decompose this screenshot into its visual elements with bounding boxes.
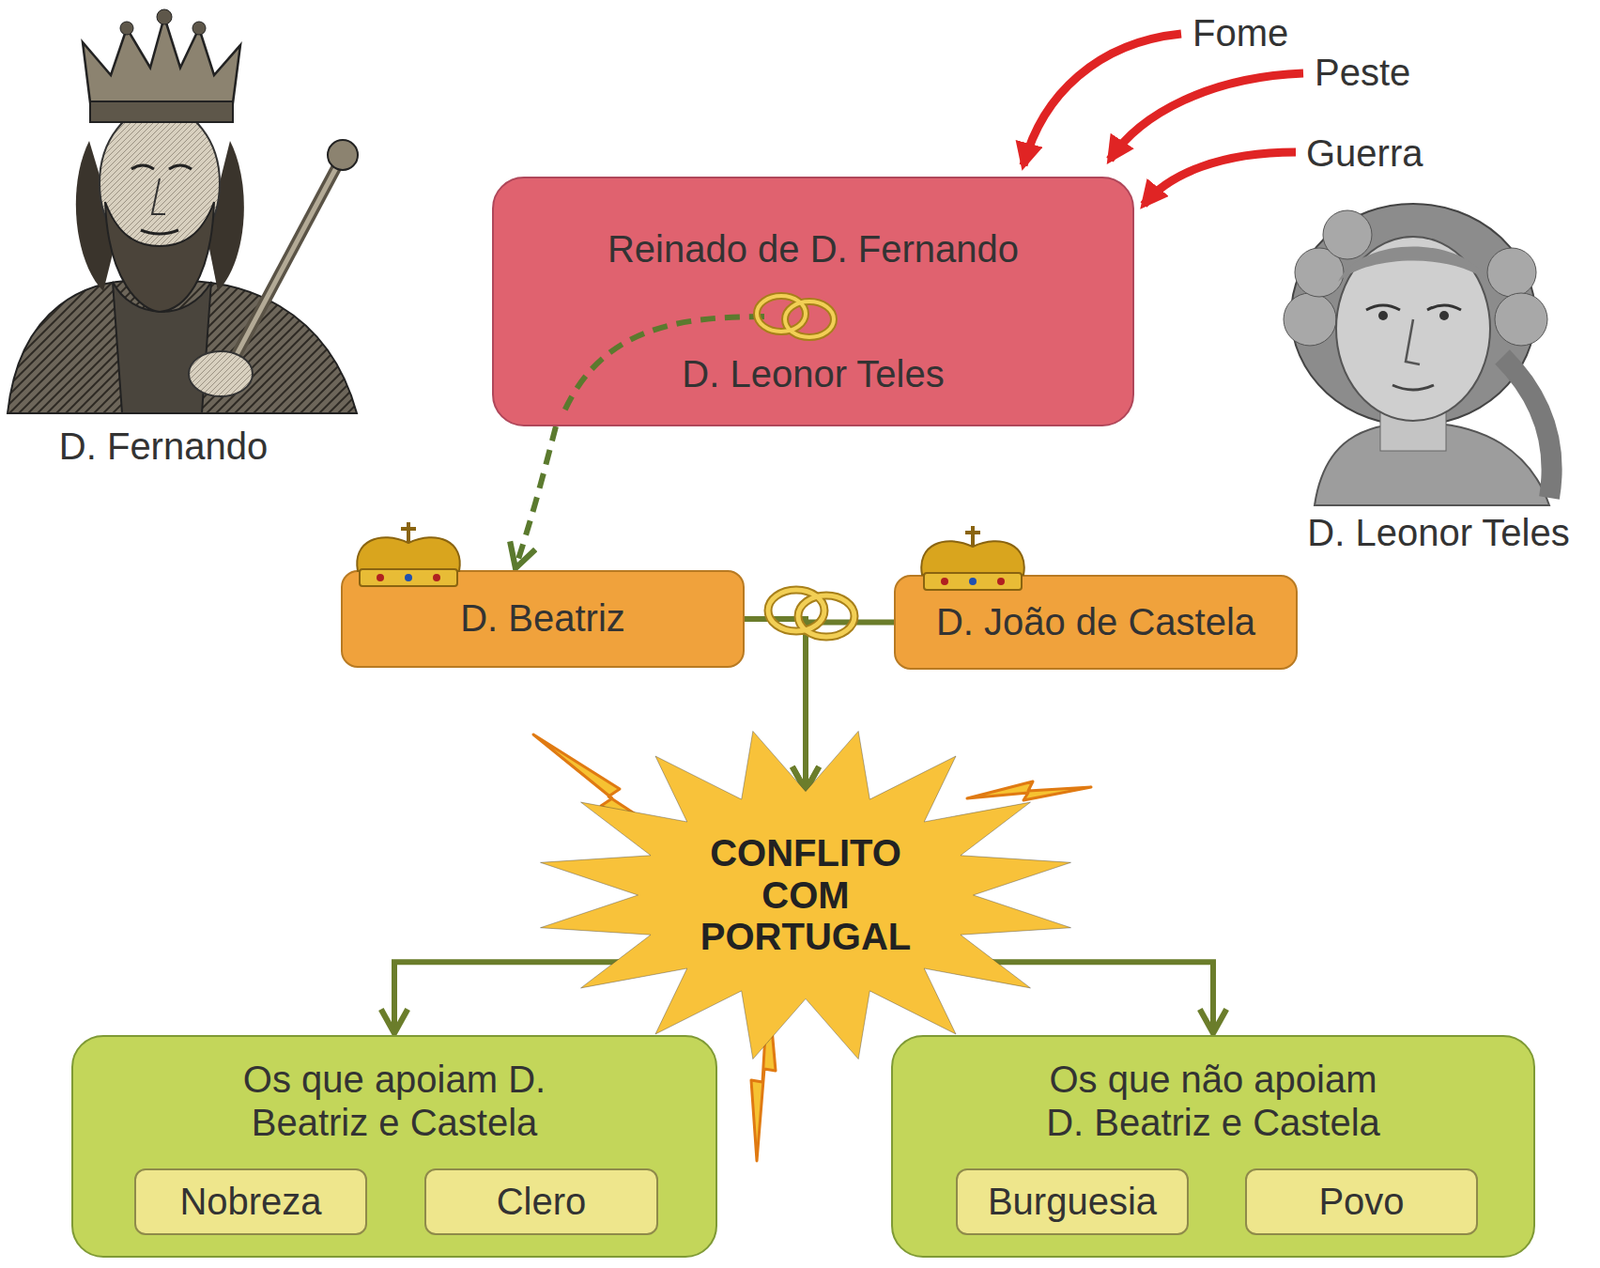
node-text: Burguesia xyxy=(987,1179,1157,1224)
node-text: D. Beatriz xyxy=(460,596,626,641)
crown-icon xyxy=(356,522,461,586)
person-box: D. João de Castela xyxy=(893,574,1298,670)
cause-arrow xyxy=(1143,152,1296,205)
group-box: Os que não apoiam D. Beatriz e CastelaBu… xyxy=(891,1034,1536,1258)
person-box: D. Beatriz xyxy=(340,569,745,668)
node-text: D. Leonor Teles xyxy=(681,352,944,397)
node-text: CONFLITO COM PORTUGAL xyxy=(688,831,924,958)
fernando-portrait xyxy=(7,9,358,414)
connector-arrow xyxy=(394,961,622,1033)
label-text: Fome xyxy=(1192,11,1289,55)
class-box: Nobreza xyxy=(134,1168,368,1235)
reign-box: Reinado de D. Fernando D. Leonor Teles xyxy=(492,176,1135,427)
label-text: Guerra xyxy=(1306,131,1424,175)
node-text: Nobreza xyxy=(179,1179,322,1224)
class-box: Clero xyxy=(424,1168,659,1235)
label-text: Peste xyxy=(1314,50,1411,94)
node-text: Reinado de D. Fernando xyxy=(607,227,1019,272)
leonor-portrait xyxy=(1283,203,1553,506)
cause-arrow xyxy=(1023,33,1182,166)
conflict-starburst: CONFLITO COM PORTUGAL xyxy=(535,727,1077,1062)
marriage-link xyxy=(563,316,765,414)
node-text: Os que apoiam D. Beatriz e Castela xyxy=(215,1057,573,1144)
node-text: Povo xyxy=(1318,1179,1404,1224)
connector-arrow xyxy=(989,961,1214,1033)
dashed-arrow xyxy=(515,426,556,569)
node-text: Os que não apoiam D. Beatriz e Castela xyxy=(1034,1057,1392,1144)
group-box: Os que apoiam D. Beatriz e CastelaNobrez… xyxy=(71,1034,718,1258)
class-box: Povo xyxy=(1245,1168,1478,1235)
wedding-rings xyxy=(756,295,834,338)
node-text: D. João de Castela xyxy=(936,600,1256,645)
cause-arrow xyxy=(1109,73,1304,160)
node-text: Clero xyxy=(496,1179,587,1224)
label-text: D. Leonor Teles xyxy=(1307,510,1570,554)
label-text: D. Fernando xyxy=(59,424,268,468)
class-box: Burguesia xyxy=(955,1168,1189,1235)
crown-icon xyxy=(921,525,1025,590)
wedding-rings xyxy=(768,589,855,637)
